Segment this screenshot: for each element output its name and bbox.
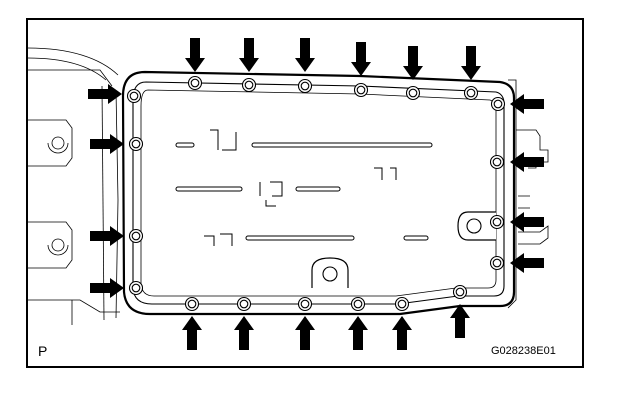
bolt bbox=[184, 296, 200, 312]
bolt-arrow-left bbox=[510, 94, 544, 114]
bolt-group bbox=[126, 75, 506, 312]
bolt-arrow-left bbox=[510, 253, 544, 273]
bolt bbox=[489, 255, 505, 271]
bolt bbox=[394, 296, 410, 312]
bolt bbox=[405, 85, 421, 101]
bolt bbox=[236, 296, 252, 312]
pan-ribs bbox=[175, 129, 433, 246]
bolt-arrow-left bbox=[510, 212, 544, 232]
figure-id: G028238E01 bbox=[491, 345, 556, 357]
figure-frame bbox=[26, 18, 584, 368]
bolt-arrow-down bbox=[461, 46, 481, 80]
bolt-arrow-right bbox=[90, 278, 124, 298]
bolt-arrow-down bbox=[295, 38, 315, 72]
bolt bbox=[489, 214, 505, 230]
bolt bbox=[490, 96, 506, 112]
bolt bbox=[463, 85, 479, 101]
bolt-arrow-up bbox=[450, 304, 470, 338]
bolt-arrow-down bbox=[185, 38, 205, 72]
bolt bbox=[353, 82, 369, 98]
bolt-arrow-right bbox=[88, 84, 122, 104]
bolt bbox=[452, 284, 468, 300]
arrow-group bbox=[88, 38, 544, 350]
bolt bbox=[350, 296, 366, 312]
bolt bbox=[128, 228, 144, 244]
bolt-arrow-up bbox=[295, 316, 315, 350]
bolt-arrow-down bbox=[351, 42, 371, 76]
bolt bbox=[297, 296, 313, 312]
orientation-mark: P bbox=[38, 343, 48, 359]
bolt-arrow-down bbox=[403, 46, 423, 80]
engine-block-outline bbox=[28, 47, 549, 325]
bolt bbox=[187, 75, 203, 91]
bolt-arrow-up bbox=[348, 316, 368, 350]
bolt-arrow-left bbox=[510, 152, 544, 172]
bolt bbox=[128, 136, 144, 152]
bolt-arrow-up bbox=[182, 316, 202, 350]
bolt bbox=[126, 88, 142, 104]
bolt bbox=[297, 78, 313, 94]
bolt bbox=[128, 280, 144, 296]
bolt-arrow-up bbox=[392, 316, 412, 350]
bolt-arrow-up bbox=[234, 316, 254, 350]
pan-outer-flange bbox=[121, 70, 516, 316]
bolt-arrow-down bbox=[239, 38, 259, 72]
bolt bbox=[241, 77, 257, 93]
bolt-arrow-right bbox=[90, 134, 124, 154]
bolt-arrow-right bbox=[90, 226, 124, 246]
bolt bbox=[489, 154, 505, 170]
